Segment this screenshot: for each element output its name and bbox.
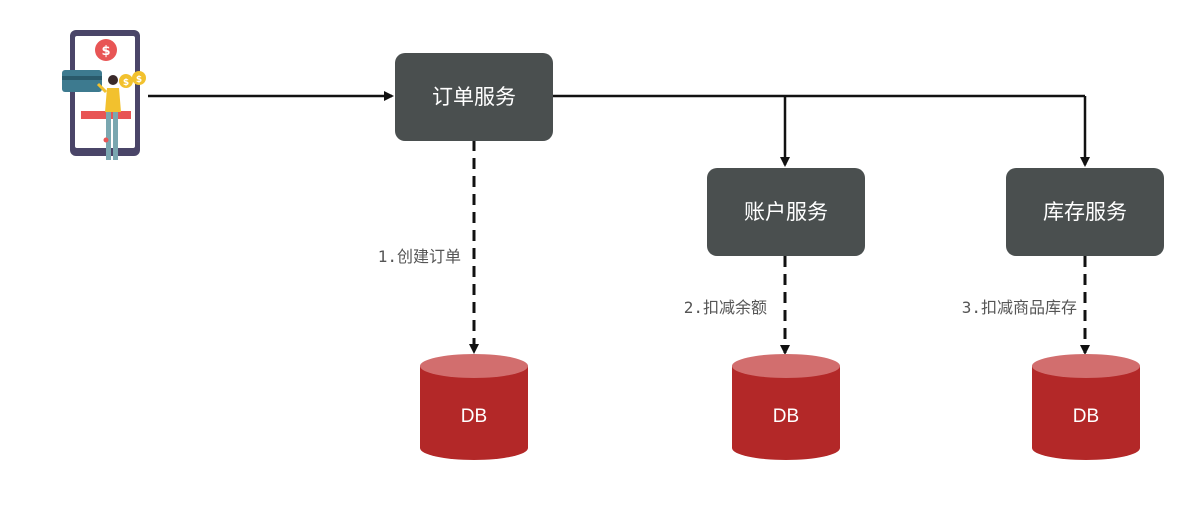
inventory-service-node[interactable]: 库存服务 [1006, 168, 1164, 256]
request-flow-arrows [148, 91, 1090, 167]
account-db-icon: DB [732, 354, 840, 460]
order-db-label: DB [461, 406, 487, 427]
person-leg [106, 112, 111, 160]
dollar-coin-icon [95, 39, 117, 61]
step-create-order-label: 1.创建订单 [378, 247, 461, 266]
inventory-db-label: DB [1073, 406, 1099, 427]
inventory-service-label: 库存服务 [1043, 200, 1127, 224]
gold-coin-icon [119, 74, 133, 88]
db-write-arrows [469, 140, 1090, 355]
person-leg [113, 112, 118, 160]
mobile-payment-user-icon: $ $ $ [62, 30, 146, 160]
gold-coin-icon [132, 71, 146, 85]
svg-text:$: $ [123, 78, 129, 88]
inventory-db-icon: DB [1032, 354, 1140, 460]
step-deduct-balance-label: 2.扣减余额 [684, 298, 767, 317]
account-service-label: 账户服务 [744, 200, 828, 224]
order-service-node[interactable]: 订单服务 [395, 53, 553, 141]
svg-text:$: $ [136, 75, 142, 85]
account-db-label: DB [773, 406, 799, 427]
person-body [105, 88, 121, 112]
order-service-label: 订单服务 [432, 85, 516, 109]
svg-text:$: $ [101, 44, 110, 59]
credit-card-icon [62, 70, 102, 92]
step-deduct-stock-label: 3.扣减商品库存 [962, 298, 1077, 317]
order-db-icon: DB [420, 354, 528, 460]
account-service-node[interactable]: 账户服务 [707, 168, 865, 256]
person-head [108, 75, 118, 85]
